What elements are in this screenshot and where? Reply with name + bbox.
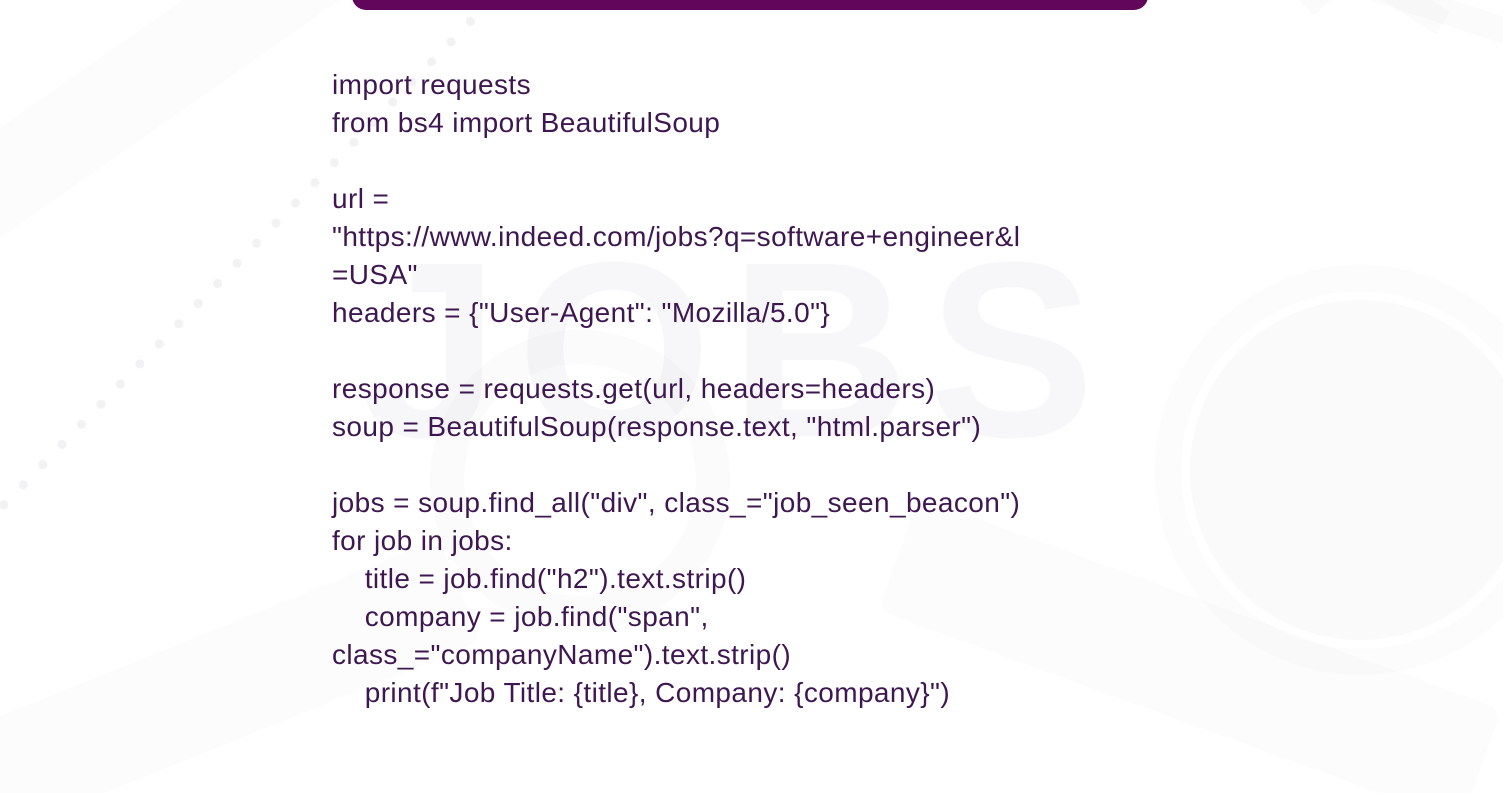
top-accent-bar (352, 0, 1148, 10)
watermark-circle-ring-icon (1155, 265, 1503, 675)
code-snippet: import requests from bs4 import Beautifu… (332, 66, 1202, 712)
code-line: print(f"Job Title: {title}, Company: {co… (332, 677, 951, 708)
code-line: jobs = soup.find_all("div", class_="job_… (332, 487, 1021, 518)
code-line: from bs4 import BeautifulSoup (332, 107, 721, 138)
watermark-circle-icon (1190, 300, 1503, 640)
code-line: for job in jobs: (332, 525, 513, 556)
code-line: url = (332, 183, 390, 214)
code-line: =USA" (332, 259, 418, 290)
code-line: import requests (332, 69, 531, 100)
watermark-band (0, 0, 379, 271)
code-line: company = job.find("span", (332, 601, 709, 632)
code-line: title = job.find("h2").text.strip() (332, 563, 747, 594)
code-line (332, 332, 1202, 370)
code-line: response = requests.get(url, headers=hea… (332, 373, 936, 404)
code-line (332, 446, 1202, 484)
code-line: headers = {"User-Agent": "Mozilla/5.0"} (332, 297, 831, 328)
code-line (332, 142, 1202, 180)
code-line: "https://www.indeed.com/jobs?q=software+… (332, 221, 1021, 252)
code-line: class_="companyName").text.strip() (332, 639, 792, 670)
code-line: soup = BeautifulSoup(response.text, "htm… (332, 411, 982, 442)
